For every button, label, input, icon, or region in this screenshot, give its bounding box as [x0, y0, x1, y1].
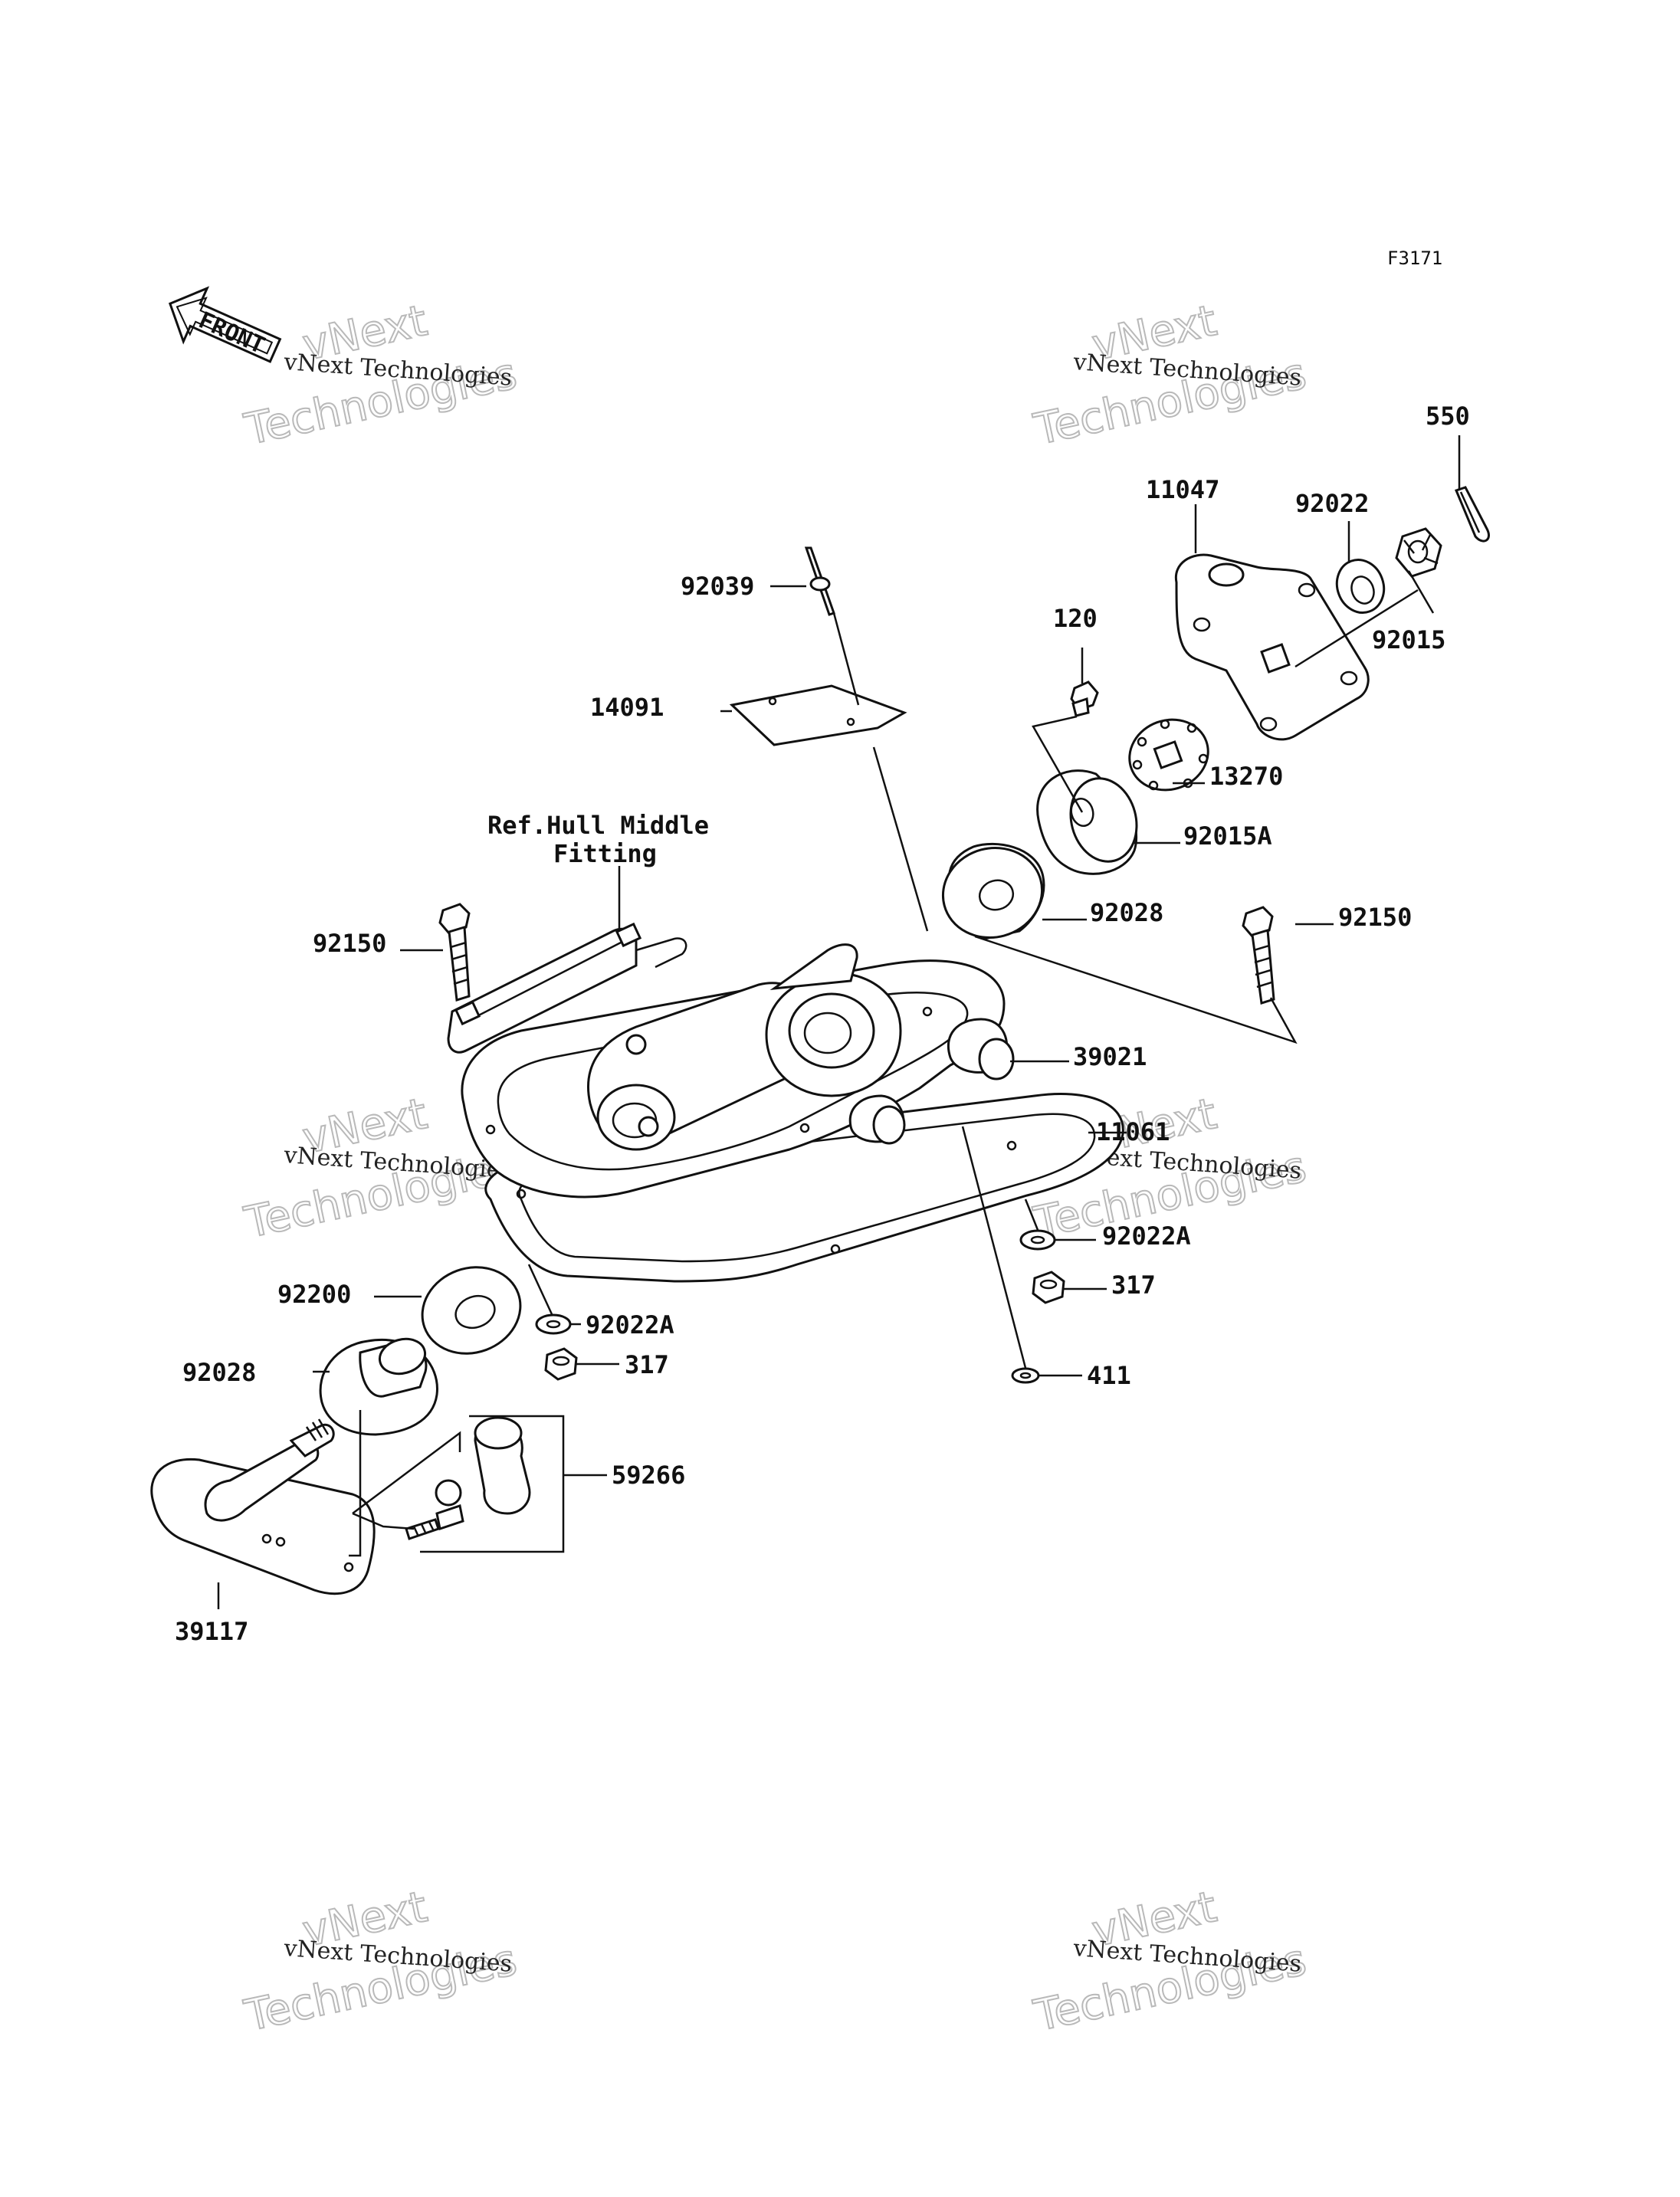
- label-13270: 13270: [1209, 762, 1283, 791]
- watermark-bottom-right: vNext Technologies vNext Technologies: [1029, 1881, 1311, 2042]
- label-14091: 14091: [590, 693, 664, 722]
- disc-13270-part: [1128, 718, 1209, 792]
- label-92150-right: 92150: [1338, 903, 1412, 932]
- label-39117: 39117: [175, 1617, 248, 1646]
- label-317-left: 317: [625, 1350, 669, 1379]
- watermark-bottom-left: vNext Technologies vNext Technologies: [239, 1881, 521, 2042]
- washer-92022A-left-part: [535, 1313, 572, 1335]
- label-92022A-right: 92022A: [1102, 1221, 1191, 1251]
- label-317-right: 317: [1111, 1271, 1156, 1300]
- label-550: 550: [1426, 402, 1470, 431]
- watermark-top-right: vNext Technologies vNext Technologies: [1029, 295, 1311, 456]
- bushing-92028-lower-part: [319, 1337, 438, 1436]
- pump-cover-part: [461, 943, 1015, 1199]
- label-11047: 11047: [1146, 475, 1219, 504]
- label-92015: 92015: [1372, 625, 1445, 654]
- front-arrow-icon: FRONT: [168, 286, 282, 363]
- label-11061: 11061: [1096, 1117, 1170, 1146]
- label-92150-left: 92150: [313, 929, 386, 958]
- bracket-11047-part: [1174, 553, 1370, 741]
- label-92028-lower: 92028: [182, 1358, 256, 1387]
- nut-317-right-part: [1032, 1271, 1065, 1304]
- label-411: 411: [1087, 1361, 1131, 1390]
- label-92028-upper: 92028: [1090, 898, 1163, 927]
- label-39021: 39021: [1073, 1042, 1147, 1071]
- pin-92039-part: [804, 546, 835, 616]
- diagram-code: F3171: [1387, 248, 1442, 269]
- castle-nut-92015-part: [1395, 527, 1442, 578]
- bolt-92150-left-part: [438, 903, 471, 1002]
- bolt-92150-right-part: [1242, 906, 1275, 1005]
- plate-14091-part: [729, 684, 907, 746]
- label-120: 120: [1053, 604, 1098, 633]
- washer-92022-part: [1335, 559, 1386, 614]
- leader-lines: [217, 435, 1461, 1609]
- nut-317-left-part: [544, 1347, 578, 1381]
- label-92200: 92200: [277, 1280, 351, 1309]
- bolt-120-part: [1070, 680, 1099, 717]
- washer-92022A-right-part: [1019, 1229, 1056, 1251]
- label-92022A-left: 92022A: [586, 1310, 674, 1340]
- label-92015A: 92015A: [1183, 821, 1272, 851]
- label-92039: 92039: [681, 572, 754, 601]
- front-label: FRONT: [195, 307, 269, 359]
- label-92022: 92022: [1295, 489, 1369, 518]
- hub-92015A-part: [1036, 769, 1138, 875]
- hull-fitting-bracket: [447, 922, 687, 1054]
- ball-joint-59266-part: [405, 1416, 531, 1540]
- washer-411-part: [1011, 1367, 1040, 1384]
- steering-arm-39117-part: [150, 1418, 376, 1595]
- washer-92200-part: [421, 1266, 522, 1355]
- bushing-92028-upper-part: [941, 842, 1045, 940]
- cotter-pin-550-part: [1454, 486, 1490, 543]
- watermark-top-left: vNext Technologies vNext Technologies: [239, 295, 521, 456]
- reference-label-line2: Fitting: [553, 839, 657, 868]
- label-59266: 59266: [612, 1461, 685, 1490]
- reference-label-line1: Ref.Hull Middle: [487, 811, 709, 840]
